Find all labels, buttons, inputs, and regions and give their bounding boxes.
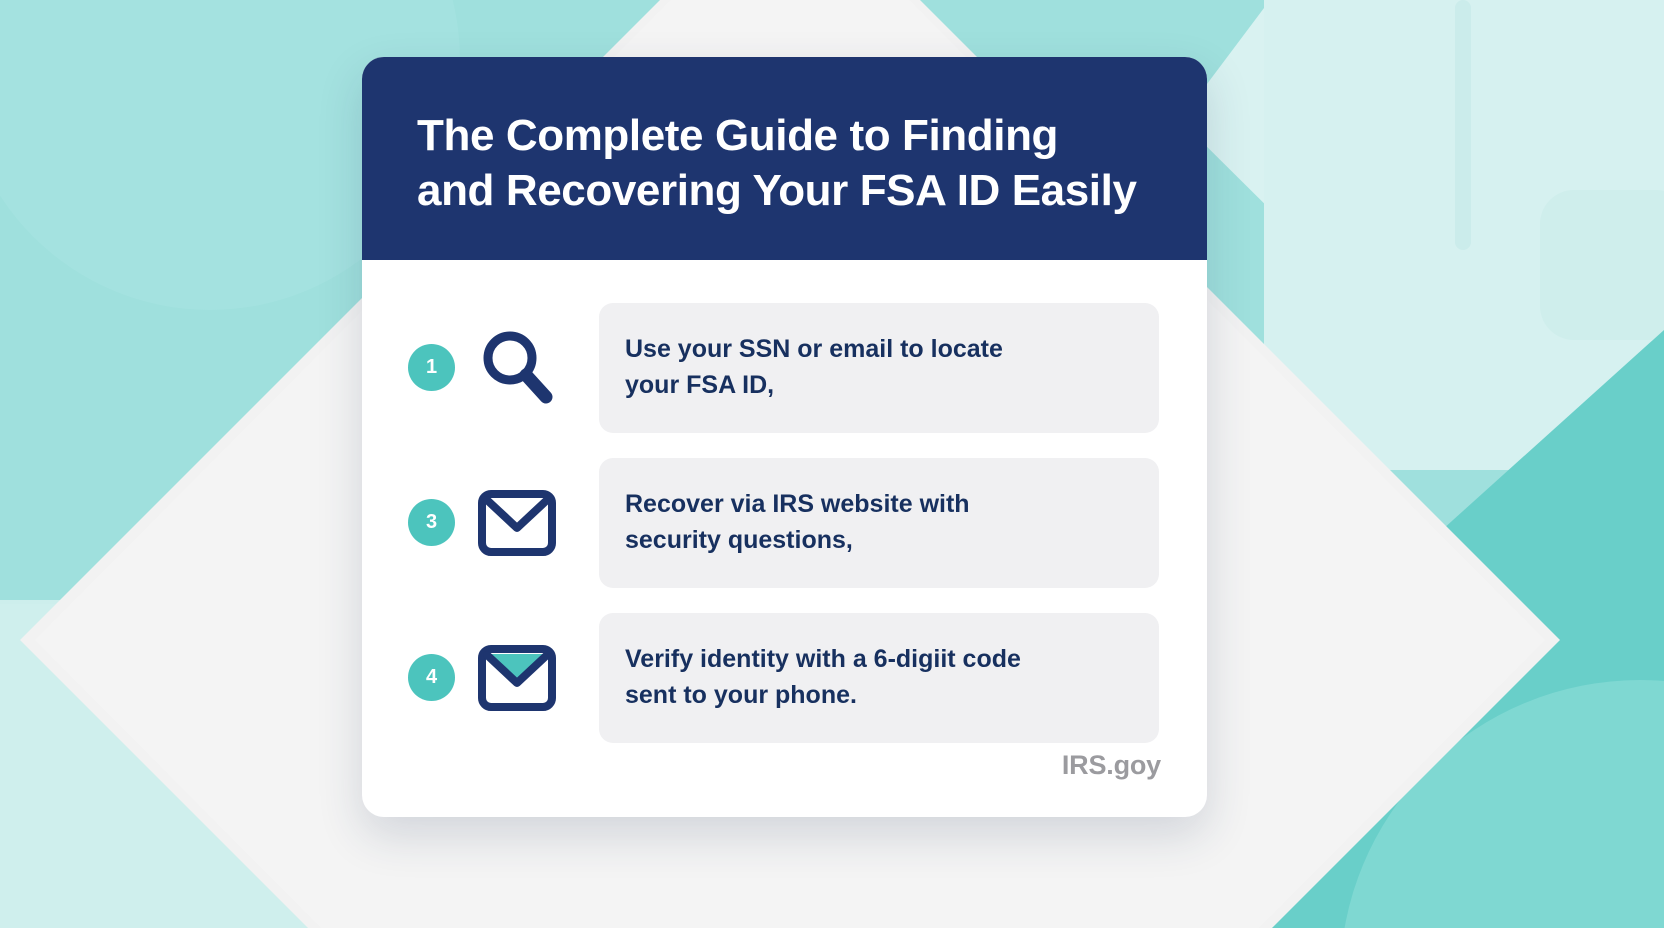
step-text: Verify identity with a 6-digiit code sen… <box>625 645 1021 709</box>
step-number-badge: 1 <box>408 344 455 391</box>
step-number-badge: 4 <box>408 654 455 701</box>
envelope-filled-icon <box>467 637 567 719</box>
magnifier-icon <box>467 325 567 411</box>
footer-brand: IRS.goy <box>1061 750 1161 780</box>
steps-list: 1 Use your SSN or email to locate your F… <box>362 260 1207 755</box>
step-number-badge: 3 <box>408 499 455 546</box>
step-text: Use your SSN or email to locate your FSA… <box>625 335 1003 399</box>
guide-card: The Complete Guide to Finding and Recove… <box>362 57 1207 817</box>
step-text-panel: Recover via IRS website with security qu… <box>599 457 1159 588</box>
list-item: 1 Use your SSN or email to locate your F… <box>384 290 1159 445</box>
list-item: 3 Recover via IRS website with security … <box>384 445 1159 600</box>
card-header: The Complete Guide to Finding and Recove… <box>362 57 1207 260</box>
step-text-panel: Use your SSN or email to locate your FSA… <box>599 302 1159 433</box>
envelope-outline-icon <box>467 482 567 564</box>
list-item: 4 Verify identity with a 6-digiit code s… <box>384 600 1159 755</box>
step-text-panel: Verify identity with a 6-digiit code sen… <box>599 612 1159 743</box>
page-title: The Complete Guide to Finding and Recove… <box>417 111 1137 215</box>
step-text: Recover via IRS website with security qu… <box>625 490 970 554</box>
